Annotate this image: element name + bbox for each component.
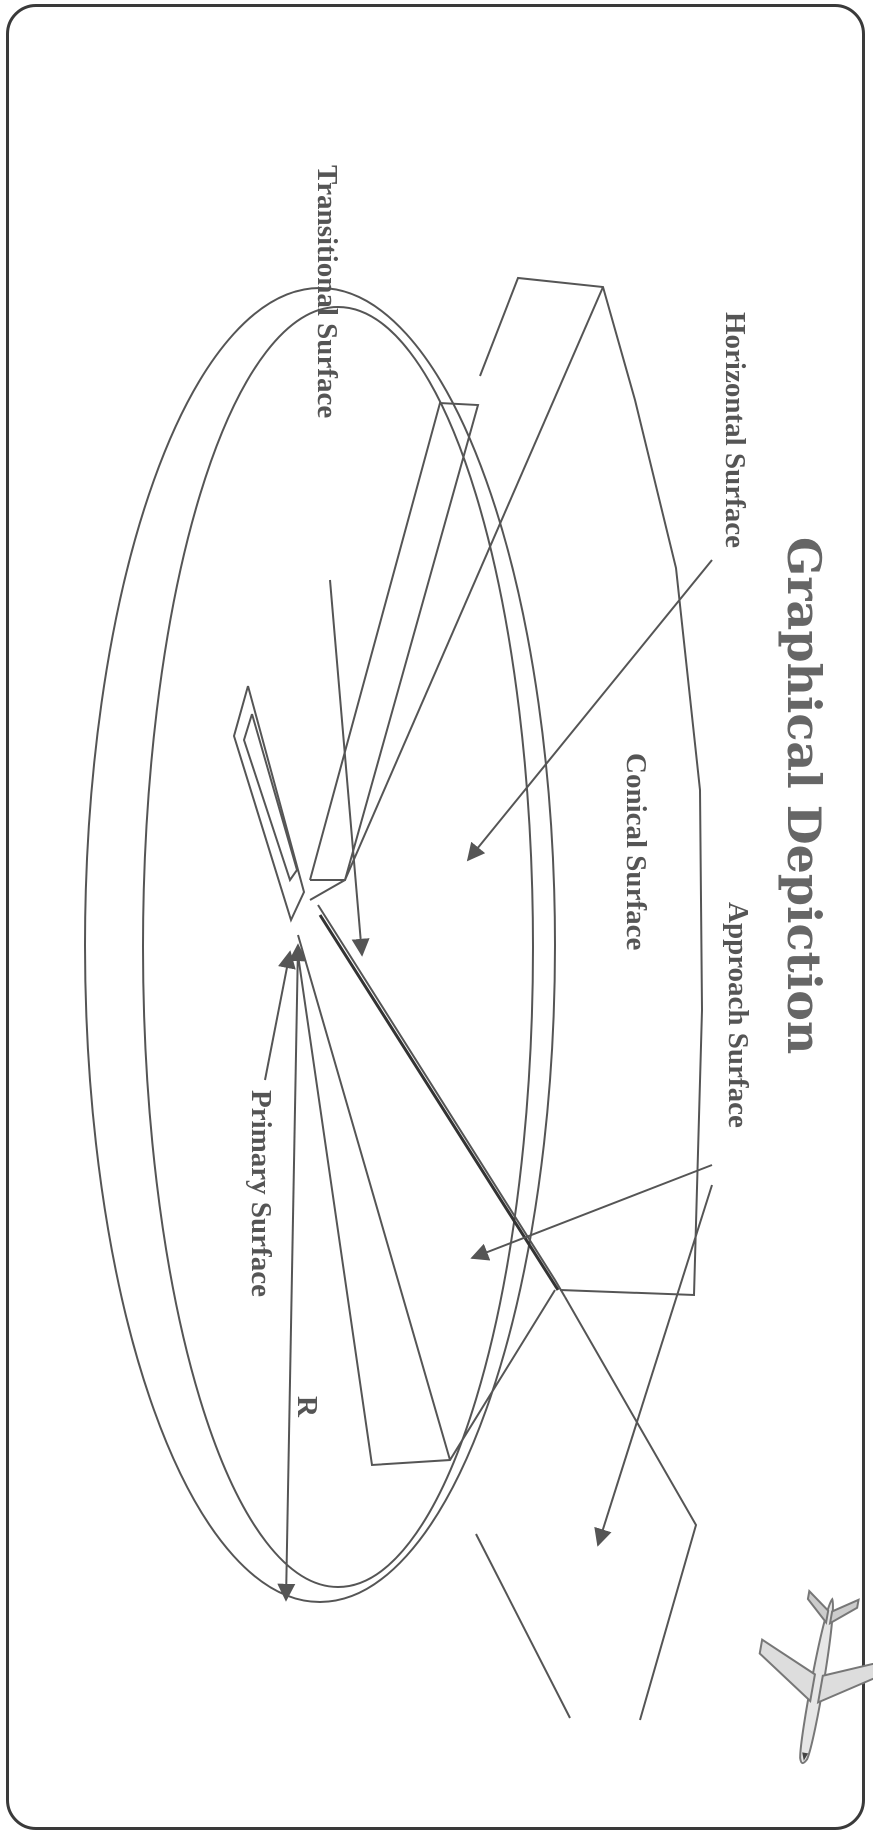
horizontal-leader bbox=[468, 560, 712, 860]
diagram-title: Graphical Depiction bbox=[777, 537, 831, 1054]
primary-surface-outline bbox=[234, 686, 304, 920]
approach-surface-upper-edge-2 bbox=[310, 880, 345, 900]
conical-surface-label: Conical Surface bbox=[620, 753, 652, 950]
horizontal-surface-label: Horizontal Surface bbox=[719, 312, 751, 548]
runway-centerline bbox=[320, 915, 558, 1290]
approach-surface-lower-inner bbox=[476, 1534, 570, 1718]
horizontal-surface-ellipse bbox=[143, 307, 533, 1587]
transitional-surface-label: Transitional Surface bbox=[311, 165, 343, 418]
conical-surface-outline bbox=[480, 278, 702, 1295]
airplane-icon bbox=[742, 1585, 873, 1774]
transitional-edge bbox=[298, 935, 450, 1460]
approach-leader-2 bbox=[598, 1185, 712, 1545]
approach-surface-lower-outer bbox=[565, 1297, 696, 1720]
primary-surface-label: Primary Surface bbox=[245, 1090, 277, 1297]
approach-surface-upper-edge bbox=[345, 287, 603, 880]
radius-label: R bbox=[291, 1396, 323, 1418]
primary-leader bbox=[265, 952, 290, 1080]
approach-surface-label: Approach Surface bbox=[722, 902, 754, 1128]
radius-line bbox=[286, 945, 298, 1600]
transitional-leader bbox=[330, 580, 362, 955]
